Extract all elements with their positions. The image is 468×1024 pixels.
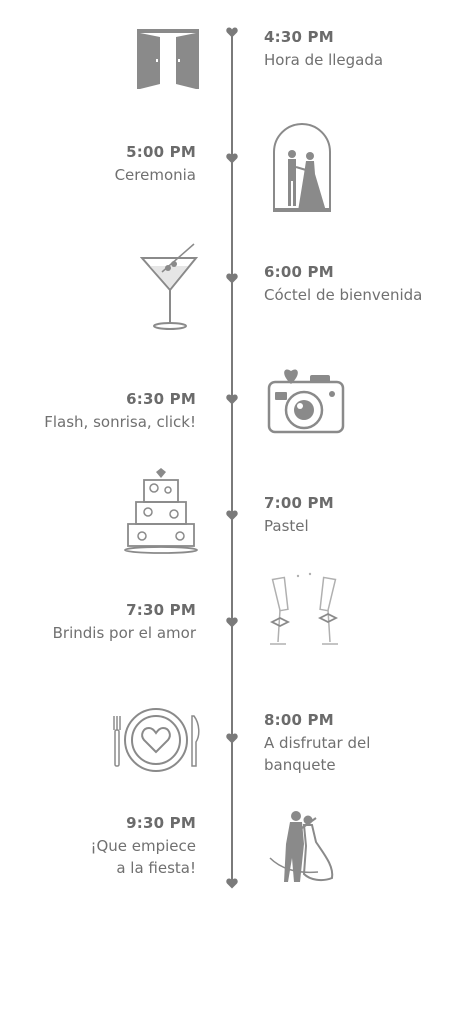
event-arrival: 4:30 PM Hora de llegada [264,28,383,71]
event-label: Ceremonia [114,166,196,184]
event-label-line2: a la fiesta! [116,859,196,877]
event-time: 8:00 PM [264,711,334,729]
wedding-cake-icon [122,466,200,554]
timeline-heart-marker [226,617,238,628]
timeline-heart-marker [226,27,238,38]
champagne-glasses-icon [264,570,344,650]
event-photos: 6:30 PM Flash, sonrisa, click! [44,390,196,433]
couple-arch-icon [271,122,333,214]
event-time: 7:00 PM [264,494,334,512]
event-toast: 7:30 PM Brindis por el amor [53,601,196,644]
event-banquet: 8:00 PM A disfrutar del banquete [264,711,370,776]
camera-icon [266,364,346,440]
event-time: 6:30 PM [126,390,196,408]
event-label: Cóctel de bienvenida [264,286,423,304]
timeline-heart-marker [226,153,238,164]
timeline-heart-marker [226,273,238,284]
timeline-heart-marker [226,733,238,744]
event-time: 4:30 PM [264,28,334,46]
event-time: 7:30 PM [126,601,196,619]
event-ceremony: 5:00 PM Ceremonia [115,143,196,186]
timeline-heart-marker [226,878,238,889]
door-icon [136,28,200,90]
event-time: 6:00 PM [264,263,334,281]
dancing-couple-icon [266,808,338,886]
timeline-line [231,30,233,884]
event-label-line2: banquete [264,756,336,774]
event-time: 9:30 PM [126,814,196,832]
event-time: 5:00 PM [126,143,196,161]
event-label-line1: ¡Que empiece [90,837,196,855]
timeline-heart-marker [226,394,238,405]
event-label-line1: A disfrutar del [264,734,371,752]
plate-cutlery-icon [108,706,204,774]
event-cocktail: 6:00 PM Cóctel de bienvenida [264,263,422,306]
event-party: 9:30 PM ¡Que empiece a la fiesta! [90,814,196,879]
event-label: Hora de llegada [264,51,384,69]
event-label: Pastel [264,517,309,535]
event-label: Brindis por el amor [52,624,196,642]
event-label: Flash, sonrisa, click! [44,413,196,431]
martini-icon [140,242,200,330]
event-cake: 7:00 PM Pastel [264,494,334,537]
timeline-heart-marker [226,510,238,521]
